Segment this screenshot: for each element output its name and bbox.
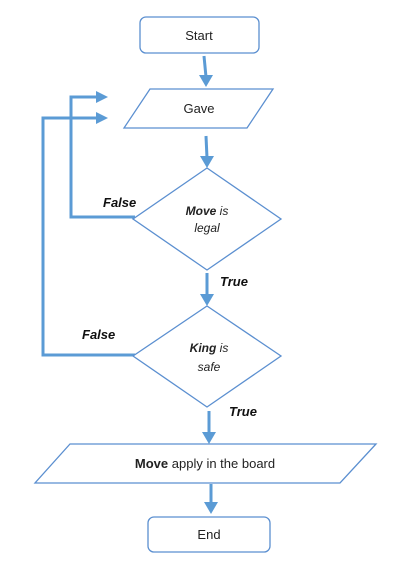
input-label: Gave: [183, 101, 214, 116]
end-label: End: [197, 527, 220, 542]
decision-move-line2: legal: [194, 221, 220, 235]
action-rest: apply in the board: [172, 456, 275, 471]
start-terminal: [139, 16, 260, 54]
edge-label-move-true: True: [220, 274, 248, 289]
action-text: Move apply in the board: [135, 456, 275, 471]
edge-label-king-false: False: [82, 327, 115, 342]
decision-king-line1: King is: [190, 341, 229, 355]
input-parallelogram: [122, 88, 275, 129]
decision-king-bold: King: [190, 341, 217, 355]
arrow-input-to-move-decision: [200, 135, 214, 168]
arrow-start-to-input: [199, 55, 213, 87]
end-terminal: [147, 516, 271, 553]
arrow-king-true: [202, 411, 216, 444]
decision-move-line1: Move is: [186, 204, 229, 218]
decision-move-legal: [131, 167, 283, 271]
decision-king-line2: safe: [198, 360, 221, 374]
action-parallelogram: [33, 443, 378, 484]
decision-move-rest: is: [220, 204, 229, 218]
edge-label-move-false: False: [103, 195, 136, 210]
arrow-action-to-end: [204, 484, 218, 514]
arrow-move-false-loop: [69, 91, 135, 219]
decision-king-safe: [131, 305, 283, 408]
decision-move-bold: Move: [186, 204, 217, 218]
arrow-king-false-loop: [41, 112, 135, 357]
action-bold: Move: [135, 456, 168, 471]
edge-label-king-true: True: [229, 404, 257, 419]
decision-king-rest: is: [220, 341, 229, 355]
start-label: Start: [185, 28, 213, 43]
arrow-move-true: [200, 273, 214, 306]
